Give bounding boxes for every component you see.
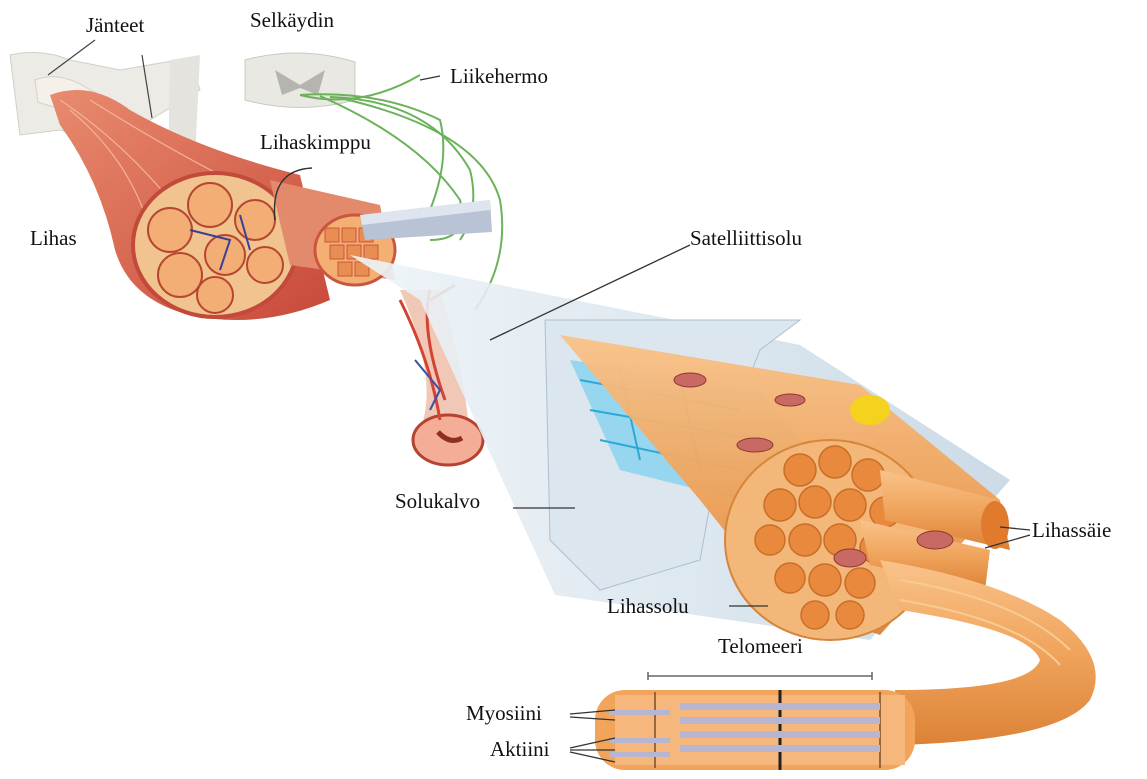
- label-myosin: Myosiini: [466, 703, 542, 724]
- label-spinal-cord: Selkäydin: [250, 10, 334, 31]
- label-muscle-cell: Lihassolu: [607, 596, 689, 617]
- sarcomere-illustration: [595, 672, 915, 770]
- label-muscle: Lihas: [30, 228, 77, 249]
- label-motor-nerve: Liikehermo: [450, 66, 548, 87]
- label-fascicle: Lihaskimppu: [260, 132, 371, 153]
- label-satellite-cell: Satelliittisolu: [690, 228, 802, 249]
- label-actin: Aktiini: [490, 739, 550, 760]
- label-tendons: Jänteet: [86, 15, 144, 36]
- label-myofibrils: Lihassäie: [1032, 520, 1111, 541]
- label-sarcomere: Telomeeri: [718, 636, 803, 657]
- label-cell-membrane: Solukalvo: [395, 491, 480, 512]
